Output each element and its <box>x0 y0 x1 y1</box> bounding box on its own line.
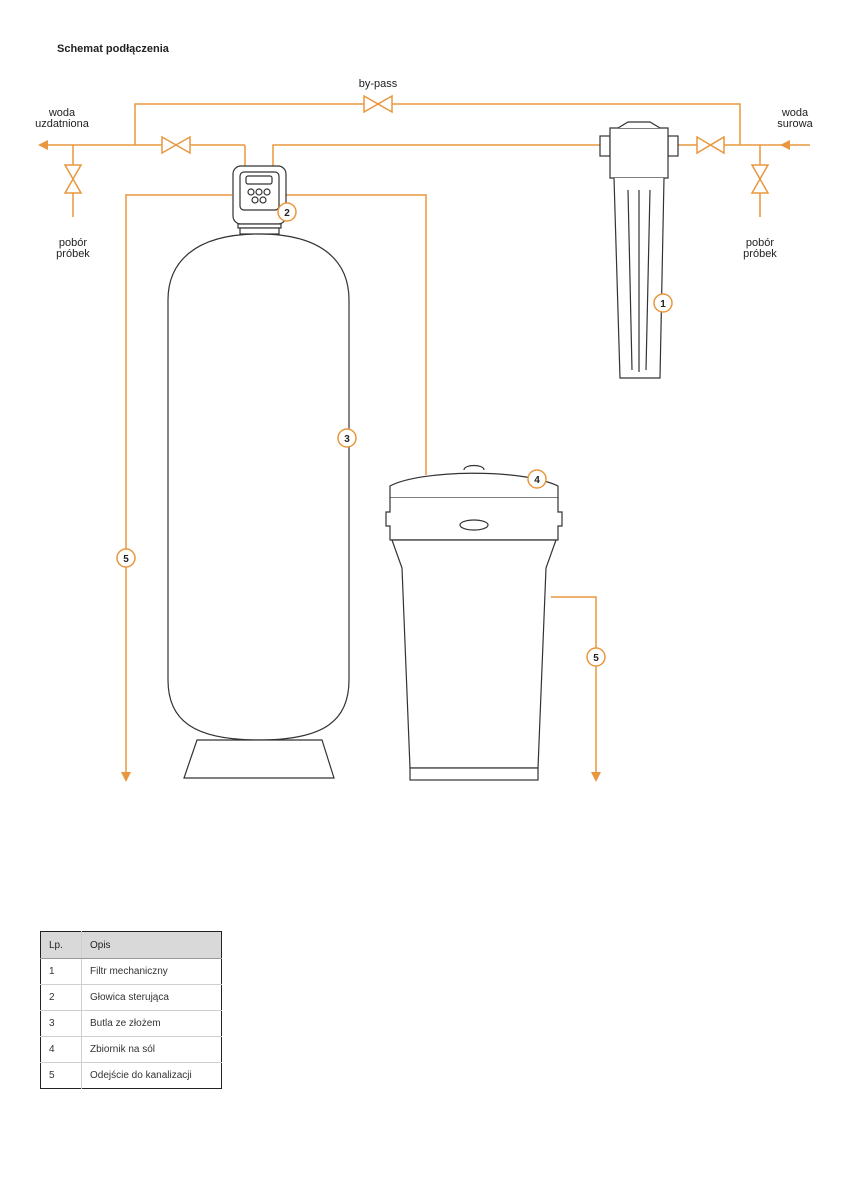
legend-table: Lp. Opis 1 Filtr mechaniczny 2 Głowica s… <box>40 931 222 1089</box>
badge-5-right: 5 <box>586 647 606 667</box>
badge-1: 1 <box>653 293 673 313</box>
legend-header-description: Opis <box>81 931 222 959</box>
badges: 1 2 3 4 5 5 <box>116 202 673 667</box>
flow-arrows <box>38 140 790 782</box>
sampling-label-right: pobór próbek <box>743 237 777 260</box>
bypass-pipe-left <box>134 103 364 145</box>
svg-text:5: 5 <box>593 653 599 664</box>
control-head-icon <box>232 165 287 235</box>
pipes <box>45 103 810 775</box>
badge-3: 3 <box>337 428 357 448</box>
page-title: Schemat podłączenia <box>57 43 169 55</box>
table-row: 4 Zbiornik na sól <box>40 1036 222 1063</box>
drain-pipe-salt-tank <box>551 596 597 775</box>
arrow-raw-water <box>780 140 790 150</box>
legend-description: Butla ze złożem <box>81 1010 222 1037</box>
arrow-drain-right <box>591 772 601 782</box>
legend-number: 1 <box>40 958 82 985</box>
sampling-valve-left-icon <box>63 164 83 194</box>
bypass-pipe-right <box>392 103 741 145</box>
badge-2: 2 <box>277 202 297 222</box>
arrow-drain-left <box>121 772 131 782</box>
brine-pipe <box>286 194 427 475</box>
outlet-valve-icon <box>161 135 191 155</box>
svg-text:2: 2 <box>284 208 290 219</box>
legend-number: 2 <box>40 984 82 1011</box>
inlet-valve-icon <box>696 135 725 155</box>
legend-number: 4 <box>40 1036 82 1063</box>
sampling-label-left: pobór próbek <box>56 237 90 260</box>
table-row: 1 Filtr mechaniczny <box>40 958 222 985</box>
legend-number: 5 <box>40 1062 82 1089</box>
raw-water-label: woda surowa <box>777 107 813 130</box>
treated-water-label: woda uzdatniona <box>35 107 89 130</box>
legend-description: Zbiornik na sól <box>81 1036 222 1063</box>
table-row: 3 Butla ze złożem <box>40 1010 222 1037</box>
legend-description: Filtr mechaniczny <box>81 958 222 985</box>
arrow-treated-water <box>38 140 48 150</box>
legend-header-row: Lp. Opis <box>40 931 222 959</box>
legend-description: Odejście do kanalizacji <box>90 1070 192 1081</box>
badge-5-left: 5 <box>116 548 136 568</box>
bypass-valve-icon <box>363 94 393 114</box>
pipe-head-to-filter <box>272 144 600 168</box>
svg-text:1: 1 <box>660 299 666 310</box>
mechanical-filter-icon <box>599 121 679 379</box>
legend-description: Głowica sterująca <box>81 984 222 1011</box>
legend-header-number: Lp. <box>40 931 82 959</box>
bypass-label: by-pass <box>358 78 398 90</box>
valves <box>63 94 770 194</box>
drain-pipe-head <box>125 194 232 775</box>
legend-number: 3 <box>40 1010 82 1037</box>
svg-text:3: 3 <box>344 434 350 445</box>
resin-tank-icon <box>167 233 350 779</box>
svg-text:4: 4 <box>534 475 540 486</box>
table-row: 5 Odejście do kanalizacji <box>40 1062 222 1089</box>
table-row: 2 Głowica sterująca <box>40 984 222 1011</box>
salt-tank-icon <box>385 464 563 781</box>
sampling-valve-right-icon <box>750 164 770 194</box>
svg-text:5: 5 <box>123 554 129 565</box>
badge-4: 4 <box>527 469 547 489</box>
